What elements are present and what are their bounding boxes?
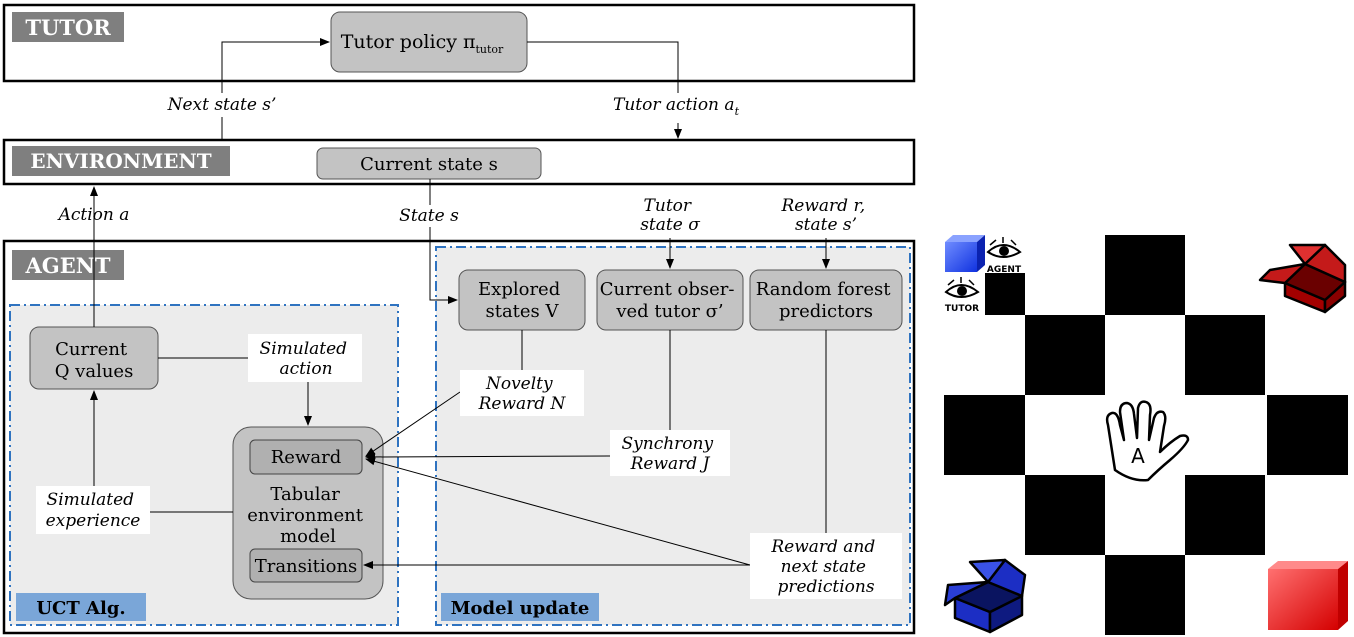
simulated-experience-box: [36, 486, 150, 534]
tutor-header: TUTOR: [25, 15, 111, 40]
tabular-model-label: Tabular environment model: [247, 484, 369, 547]
label-predictions: Reward and next state predictions: [770, 537, 880, 597]
agent-header: AGENT: [24, 253, 110, 278]
board-square: [944, 395, 1025, 475]
label-state-s: State s: [399, 206, 459, 226]
hand-letter: A: [1131, 444, 1145, 468]
novelty-box: [460, 370, 584, 416]
label-action-a: Action a: [57, 205, 130, 225]
label-novelty: Novelty Reward N: [478, 374, 567, 414]
environment-header: ENVIRONMENT: [30, 149, 211, 173]
uct-label-bg: [16, 593, 146, 621]
edge-predictions-reward: [365, 457, 751, 566]
blue-open-box-icon: [943, 558, 1027, 634]
label-reward-state: Reward r, state s’: [780, 196, 870, 235]
reward-label: Reward: [271, 447, 341, 468]
environment-header-bg: [12, 146, 230, 176]
current-q-label: Current Q values: [55, 339, 134, 382]
board-square: [1105, 555, 1185, 635]
label-synchrony: Synchrony Reward J: [622, 434, 719, 474]
current-state-node: [316, 147, 542, 180]
reward-node: [249, 439, 363, 475]
agent-header-bg: [12, 250, 124, 280]
label-simulated-action: Simulated action: [260, 339, 353, 379]
tutor-policy-label: Tutor policy πtutor: [341, 31, 504, 56]
transitions-node: [249, 548, 363, 583]
red-open-box-icon: [1258, 243, 1347, 314]
random-forest-label: Random forest predictors: [756, 279, 896, 322]
board-square: [1185, 475, 1265, 555]
label-simulated-experience: Simulated experience: [46, 490, 141, 531]
red-cube-icon: [1268, 561, 1348, 630]
label-next-state: Next state s’: [167, 95, 277, 115]
board-square: [1105, 235, 1185, 315]
edge-novelty-reward: [365, 391, 461, 457]
board-square: [1267, 395, 1348, 475]
model-update-label-bg: [441, 593, 599, 621]
model-update-label: Model update: [451, 598, 590, 619]
board-square: [1185, 315, 1265, 395]
current-state-label: Current state s: [360, 154, 498, 175]
tutor-header-bg: [12, 12, 124, 42]
agent-eye-icon: [986, 237, 1022, 258]
edge-synchrony-reward: [365, 452, 611, 461]
synchrony-box: [610, 430, 730, 476]
simulated-action-box: [248, 334, 362, 382]
hand-icon: [1105, 400, 1190, 482]
agent-cube-icon: [945, 235, 985, 272]
board-square: [985, 273, 1025, 315]
game-board: AGENT TUTOR A: [943, 235, 1348, 635]
board-square: [1025, 315, 1105, 395]
label-tutor-action: Tutor action at: [613, 95, 740, 118]
label-tutor-state: Tutor state σ: [640, 196, 700, 235]
uct-label: UCT Alg.: [36, 598, 125, 619]
tutor-eye-label: TUTOR: [945, 304, 979, 314]
agent-eye-label: AGENT: [987, 265, 1022, 275]
transitions-label: Transitions: [255, 556, 358, 577]
board-square: [1025, 475, 1105, 555]
explored-states-label: Explored states V: [478, 279, 566, 322]
observed-tutor-label: Current obser- ved tutor σ’: [600, 279, 740, 322]
tutor-eye-icon: [944, 277, 980, 298]
predictions-box: [750, 533, 902, 599]
